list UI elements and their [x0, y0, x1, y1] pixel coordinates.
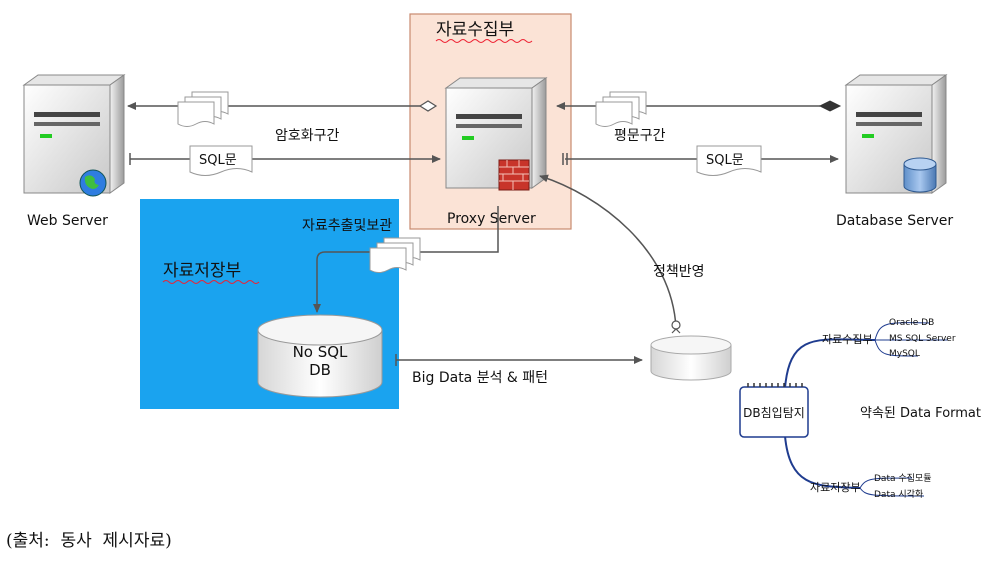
mindmap-branch-curve — [784, 435, 861, 489]
doc-stack-icon — [369, 237, 421, 273]
bigdata-connector — [395, 354, 643, 366]
mindmap-branch-curve — [784, 338, 876, 389]
mindmap-branch-curve — [874, 322, 948, 357]
web-server-label: Web Server — [27, 213, 108, 229]
sql-doc-left-label: SQL문 — [199, 153, 237, 168]
doc-stack-icon — [595, 91, 647, 127]
sql-doc-left — [189, 145, 253, 176]
mindmap: DB침입탐지 자료수집부 Oracle DB MS SQL Server MyS… — [739, 318, 981, 500]
collection-unit-title: 자료수집부 — [436, 20, 514, 40]
storage-unit-title-squiggle — [162, 280, 260, 284]
web-server-icon — [22, 74, 126, 197]
notebook-rings — [747, 383, 803, 387]
sql-connector-left — [129, 153, 441, 165]
mindmap-note: 약속된 Data Format — [860, 406, 981, 421]
return-connector-left — [127, 100, 438, 112]
proxy-server-label: Proxy Server — [447, 211, 536, 227]
nosql-db-icon — [257, 314, 383, 398]
mindmap-branch2-item: Data 시각화 — [874, 488, 923, 500]
mindmap-branch1-item: Oracle DB — [889, 318, 934, 328]
plaintext-section-label: 평문구간 — [614, 128, 666, 144]
firewall-icon — [498, 159, 530, 191]
mindmap-center-node — [739, 386, 809, 438]
extract-store-label: 자료추출및보관 — [302, 218, 392, 234]
mindmap-branch-curve — [859, 477, 925, 497]
extract-connector — [313, 206, 499, 313]
doc-stack-icon — [177, 91, 229, 127]
mindmap-branch2-label: 자료저장부 — [810, 481, 861, 494]
nosql-db-label-line1: No SQL — [293, 343, 348, 361]
policy-connector — [539, 174, 681, 334]
mindmap-branch1-item: MS SQL Server — [889, 334, 956, 344]
bigdata-label: Big Data 분석 & 패턴 — [412, 370, 548, 386]
database-server-icon — [844, 74, 948, 194]
collection-unit-title-squiggle — [435, 39, 533, 43]
sql-doc-right — [696, 145, 762, 176]
policy-apply-label: 정책반영 — [653, 264, 705, 280]
nosql-db-label-line2: DB — [309, 361, 331, 379]
sql-doc-right-label: SQL문 — [706, 153, 744, 168]
mindmap-branch2-item: Data 수집모듈 — [874, 472, 931, 484]
analysis-db-icon — [650, 335, 732, 381]
source-caption: (출처: 동사 제시자료) — [6, 531, 172, 551]
mindmap-branch1-label: 자료수집부 — [822, 333, 873, 346]
database-server-label: Database Server — [836, 213, 953, 229]
mindmap-branch1-item: MySQL — [889, 349, 920, 359]
encryption-section-label: 암호화구간 — [275, 128, 340, 144]
storage-unit-title: 자료저장부 — [163, 261, 241, 281]
mindmap-center-label: DB침입탐지 — [743, 406, 805, 420]
proxy-server-icon — [444, 77, 548, 189]
